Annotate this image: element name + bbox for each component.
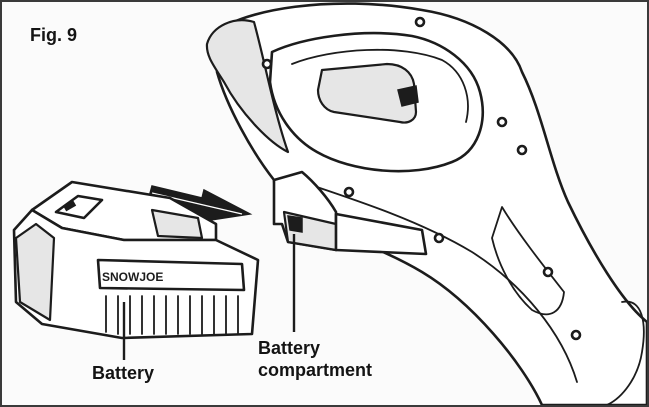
trigger-lock [397, 85, 419, 107]
compartment-label-line2: compartment [258, 359, 373, 380]
compartment-rail [334, 212, 428, 256]
screw [433, 232, 445, 244]
wheel-edge [606, 300, 645, 405]
brand-band [96, 258, 246, 292]
battery-label: Battery [92, 363, 155, 383]
handle-inner-edge [291, 48, 469, 123]
battery-compartment [272, 170, 428, 332]
battery-ribs [105, 295, 239, 335]
brand-text: SNOWJOE [102, 270, 163, 284]
housing-lip [205, 19, 290, 154]
figure-number: Fig. 9 [30, 25, 78, 45]
battery-latch [150, 208, 204, 240]
fuel-gauge-button [62, 199, 77, 212]
battery-compartment-label: Battery compartment [258, 338, 372, 382]
compartment-label-line1: Battery [258, 338, 321, 358]
battery-end-panel [14, 222, 56, 322]
trigger [316, 62, 418, 124]
shaft-edge [301, 181, 578, 383]
screw [343, 186, 355, 198]
screw [414, 16, 426, 28]
compartment-contacts [287, 215, 303, 233]
screw [516, 144, 528, 156]
tool-housing [205, 2, 647, 405]
screw [570, 329, 582, 341]
screw [496, 116, 508, 128]
side-panel [491, 206, 565, 316]
battery-pack: SNOWJOE [12, 180, 260, 360]
screw [542, 266, 554, 278]
screw [261, 58, 273, 70]
